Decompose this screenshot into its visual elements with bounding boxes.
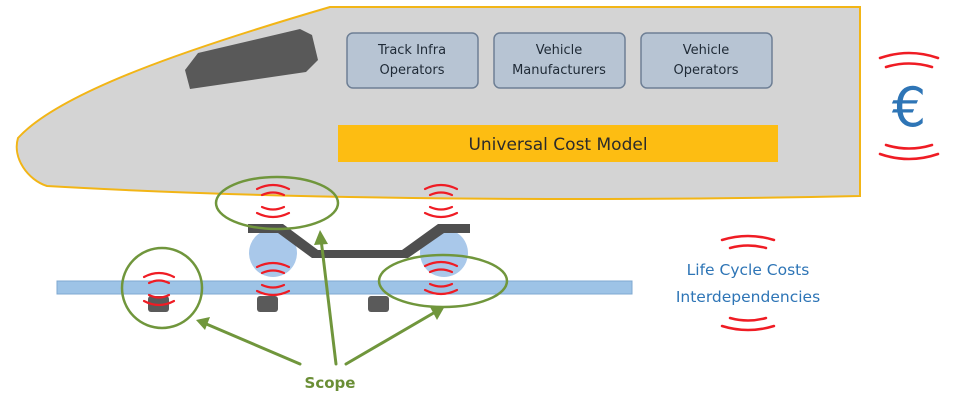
scope-arrows <box>202 237 439 366</box>
signal-wave-euro <box>878 51 940 161</box>
signal-wave-bogie-right <box>423 183 459 219</box>
stakeholder-line2: Manufacturers <box>512 63 606 78</box>
lcc-label-line2: Interdependencies <box>676 288 820 306</box>
scope-ellipse-bogie <box>214 175 340 231</box>
cab-window <box>185 29 318 89</box>
bogie-frame <box>248 224 470 258</box>
euro-icon: € <box>892 76 926 139</box>
cost-model-bar <box>338 125 778 162</box>
arrowheads <box>196 230 445 330</box>
scope-label: Scope <box>305 374 356 392</box>
signal-wave-track <box>142 271 176 307</box>
stakeholder-line2: Operators <box>380 63 445 78</box>
sleeper-block <box>368 296 389 312</box>
lcc-label-line1: Life Cycle Costs <box>687 261 810 279</box>
stakeholder-line1: Track Infra <box>377 43 446 58</box>
signal-wave-lcc <box>720 234 776 332</box>
scope-circle-track <box>120 246 204 330</box>
stakeholder-line1: Vehicle <box>683 43 730 58</box>
rail <box>56 280 633 295</box>
signal-wave-wheel-right <box>423 260 459 296</box>
signal-wave-bogie-left <box>255 183 291 219</box>
stakeholder-track-infra-operators: Track Infra Operators <box>346 32 479 89</box>
signal-wave-wheel-left <box>255 261 291 297</box>
stakeholder-line1: Vehicle <box>536 43 583 58</box>
stakeholder-vehicle-operators: Vehicle Operators <box>640 32 773 89</box>
sleeper-block <box>257 296 278 312</box>
stakeholder-vehicle-manufacturers: Vehicle Manufacturers <box>493 32 626 89</box>
cost-model-label: Universal Cost Model <box>468 135 647 155</box>
stakeholder-line2: Operators <box>674 63 739 78</box>
